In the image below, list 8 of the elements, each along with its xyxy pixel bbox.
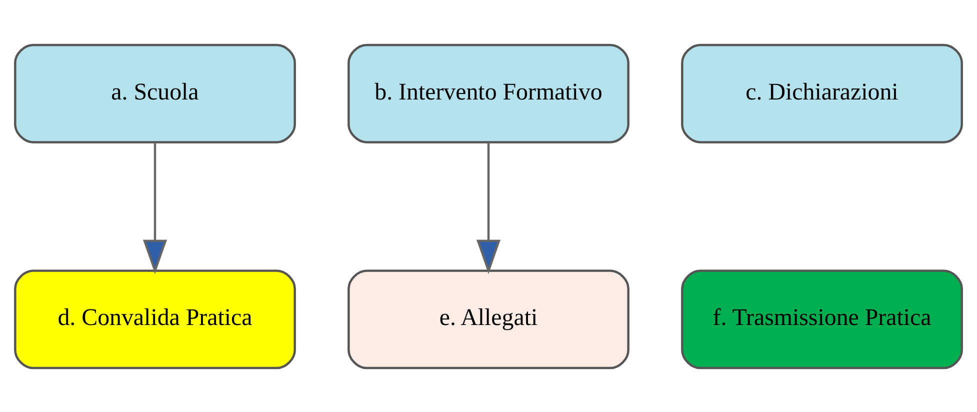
node-box: f. Trasmissione Pratica bbox=[681, 269, 963, 369]
node-box: a. Scuola bbox=[14, 43, 296, 143]
node-box: e. Allegati bbox=[348, 269, 630, 369]
node-box: b. Intervento Formativo bbox=[348, 43, 630, 143]
node-box: d. Convalida Pratica bbox=[14, 269, 296, 369]
arrow bbox=[142, 142, 168, 274]
arrow bbox=[476, 142, 501, 274]
node-box: c. Dichiarazioni bbox=[681, 43, 963, 143]
